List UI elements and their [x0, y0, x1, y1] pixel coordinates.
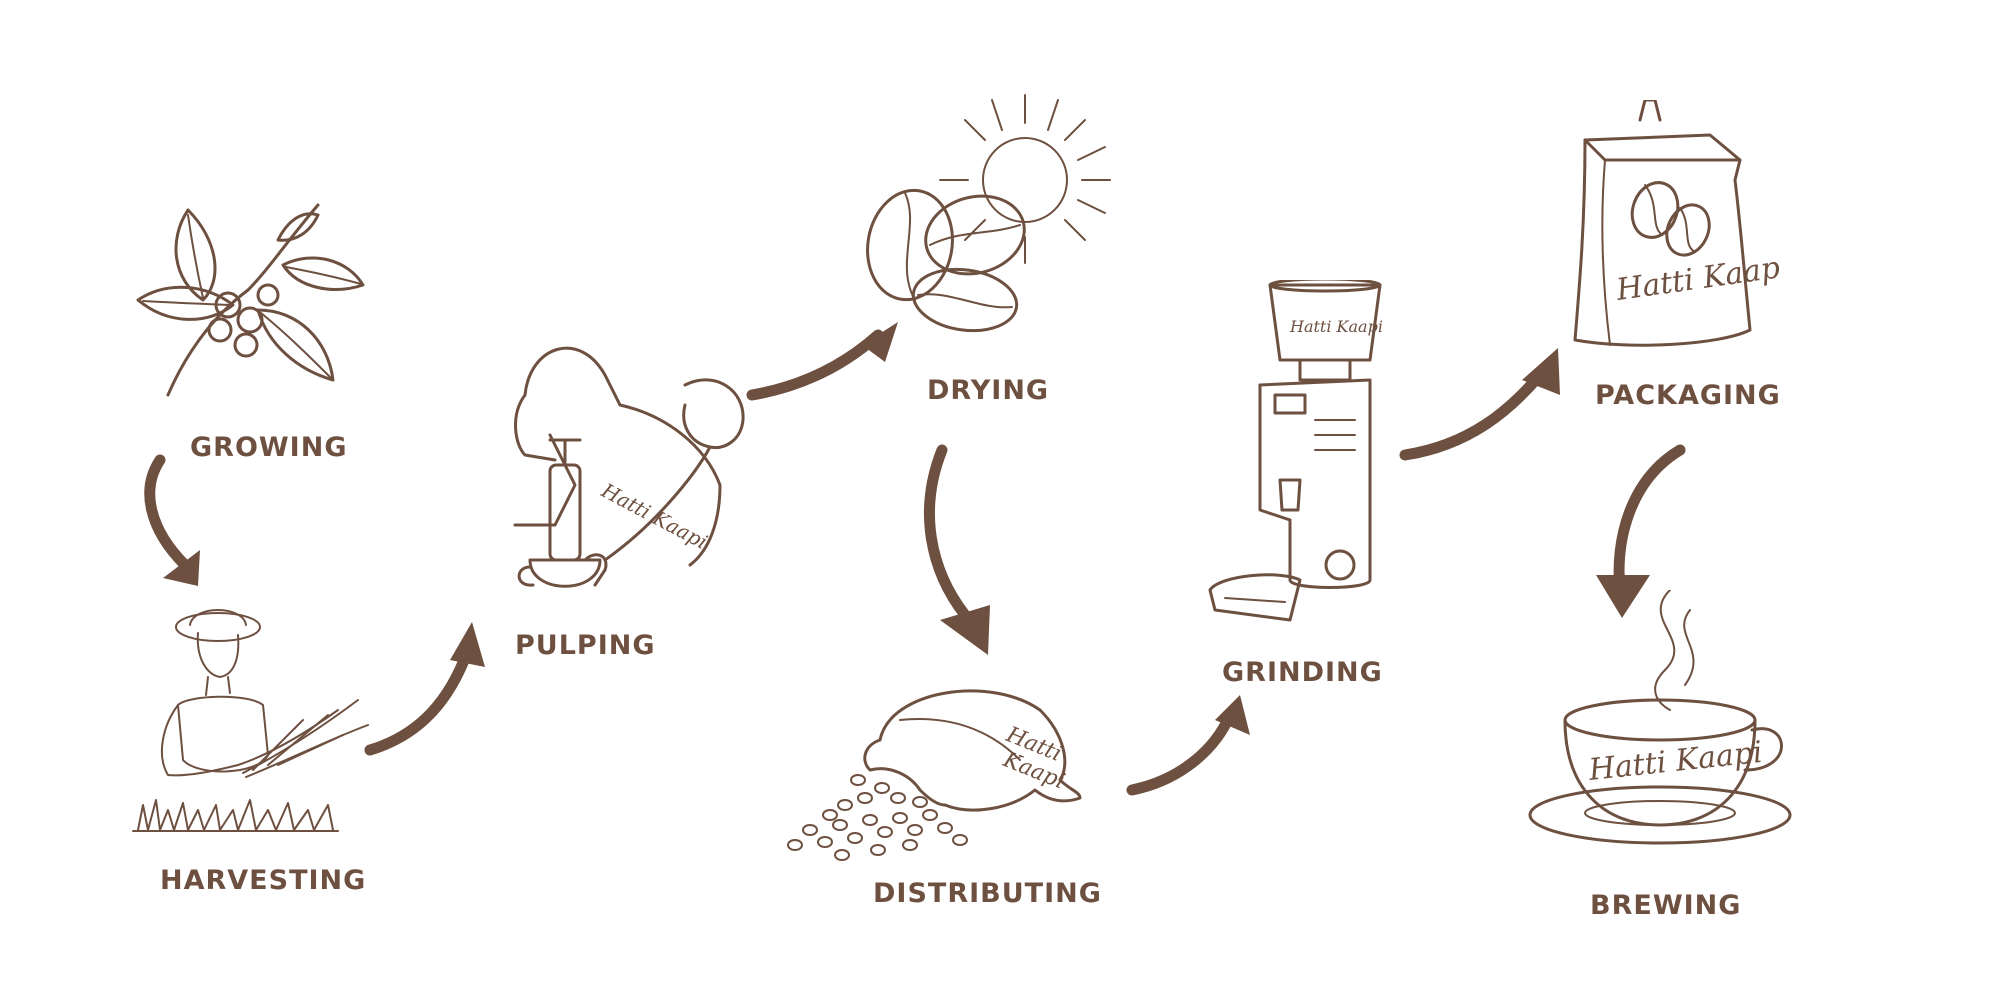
step-label-packaging: PACKAGING — [1595, 380, 1781, 411]
coffee-sack-icon: Hatti Kaapi — [787, 689, 1082, 861]
harvester-icon — [132, 609, 369, 832]
pulping-press-icon: Hatti Kaapi — [513, 346, 745, 588]
svg-text:Hatti Kaapi: Hatti Kaapi — [1289, 317, 1383, 336]
svg-text:Hatti Kaapi: Hatti Kaapi — [1613, 249, 1780, 308]
coffee-cup-icon: Hatti Kaapi — [1528, 590, 1792, 845]
step-label-harvesting: HARVESTING — [160, 865, 367, 896]
coffee-bag-icon: Hatti Kaapi — [1573, 100, 1780, 347]
coffee-plant-icon — [136, 203, 365, 397]
arrow-distributing-to-grinding — [1126, 695, 1250, 796]
arrow-packaging-to-brewing — [1596, 444, 1686, 618]
step-label-pulping: PULPING — [515, 630, 656, 661]
arrow-pulping-to-drying — [746, 322, 898, 401]
arrow-growing-to-harvesting — [144, 454, 200, 586]
arrow-harvesting-to-pulping — [364, 622, 485, 756]
grinder-icon: Hatti Kaapi — [1208, 280, 1383, 622]
step-label-growing: GROWING — [190, 432, 348, 463]
step-label-drying: DRYING — [927, 375, 1050, 406]
arrow-drying-to-distributing — [923, 444, 990, 655]
arrow-grinding-to-packaging — [1399, 348, 1560, 461]
sun-beans-icon — [866, 94, 1111, 333]
svg-text:Hatti Kaapi: Hatti Kaapi — [1586, 735, 1764, 788]
step-label-grinding: GRINDING — [1222, 657, 1383, 688]
step-label-distributing: DISTRIBUTING — [873, 878, 1102, 909]
svg-text:Hatti Kaapi: Hatti Kaapi — [597, 478, 712, 554]
step-label-brewing: BREWING — [1590, 890, 1742, 921]
